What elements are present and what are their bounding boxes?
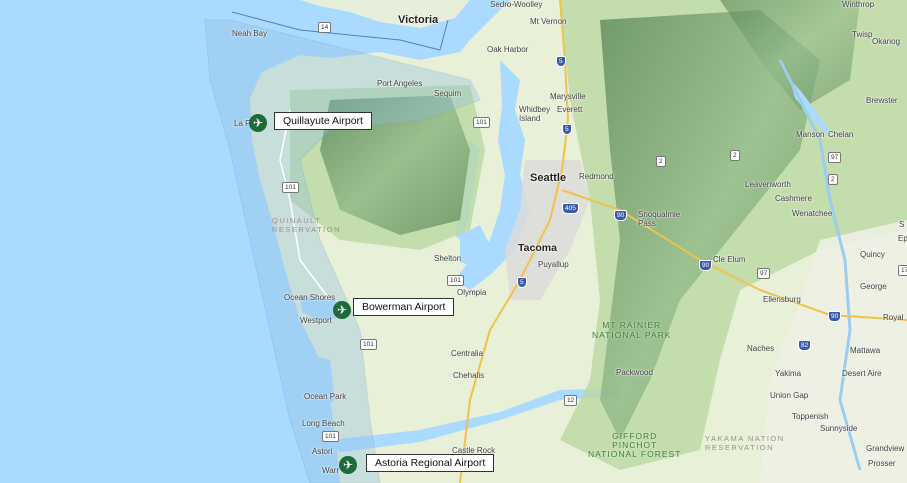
place-sunnyside: Sunnyside: [820, 424, 858, 433]
park-gifford-pinchot: Gifford Pinchot National Forest: [588, 431, 682, 459]
place-astoria: Astori: [312, 447, 333, 456]
place-centralia: Centralia: [451, 349, 484, 358]
place-s-edge: S: [899, 220, 905, 229]
place-olympia: Olympia: [457, 288, 487, 297]
place-ellensburg: Ellensburg: [763, 295, 801, 304]
place-manson: Manson: [796, 130, 825, 139]
place-tacoma: Tacoma: [518, 242, 557, 254]
interstate-90: [561, 189, 907, 321]
interstate-5-shield: 5: [517, 277, 527, 288]
place-shelton: Shelton: [434, 254, 462, 263]
interstate-90-shield: 90: [614, 210, 628, 221]
place-snoqualmie: Snoqualmie Pass: [638, 210, 681, 228]
interstate-5: [459, 0, 570, 483]
place-la-push: La P: [234, 119, 251, 128]
place-george: George: [860, 282, 887, 291]
interstate-90-shield: 90: [699, 260, 713, 271]
airport-label-bowerman: Bowerman Airport: [353, 298, 455, 316]
place-puyallup: Puyallup: [538, 260, 569, 269]
urban-area: [505, 160, 590, 300]
route-97-shield: 97: [828, 152, 842, 163]
route-14-shield: 14: [318, 22, 332, 33]
place-royal: Royal: [883, 313, 904, 322]
interstate-405-shield: 405: [562, 203, 579, 214]
route-17-shield: 17: [898, 265, 907, 276]
place-port-angeles: Port Angeles: [377, 79, 423, 88]
place-packwood: Packwood: [616, 368, 653, 377]
route-2-shield: 2: [656, 156, 666, 167]
place-long-beach: Long Beach: [302, 419, 345, 428]
place-yakima: Yakima: [775, 369, 802, 378]
interstate-82-shield: 82: [798, 340, 812, 351]
interstate-90-shield: 90: [828, 311, 842, 322]
place-chehalis: Chehalis: [453, 371, 485, 380]
place-quincy: Quincy: [860, 250, 885, 259]
place-everett: Everett: [557, 105, 583, 114]
route-2-shield: 2: [828, 174, 838, 185]
olympic-mountains: [320, 95, 470, 235]
route-101-shield: 101: [282, 182, 299, 193]
airplane-icon: ✈: [333, 301, 351, 319]
place-wenatchee: Wenatchee: [792, 209, 833, 218]
yakama-reservation: YAKAMA NATION RESERVATION: [705, 434, 785, 452]
place-sedro: Sedro-Woolley: [490, 0, 543, 9]
route-101-shield: 101: [473, 117, 490, 128]
place-brewster: Brewster: [866, 96, 898, 105]
place-victoria: Victoria: [398, 14, 439, 26]
place-castle-rock: Castle Rock: [452, 446, 496, 455]
place-westport: Westport: [300, 316, 332, 325]
place-union-gap: Union Gap: [770, 391, 809, 400]
park-mt-rainier: Mt Rainier National Park: [592, 320, 672, 340]
place-whidbey: Whidbey Island: [519, 105, 551, 123]
columbia-river: [778, 59, 862, 471]
airport-label-astoria: Astoria Regional Airport: [366, 454, 495, 472]
place-desert-aire: Desert Aire: [842, 369, 882, 378]
coastal-zone: [204, 19, 481, 483]
place-marysville: Marysville: [550, 92, 586, 101]
place-neah-bay: Neah Bay: [232, 29, 268, 38]
route-97-shield: 97: [757, 268, 771, 279]
place-grandview: Grandview: [866, 444, 905, 453]
place-oak-harbor: Oak Harbor: [487, 45, 529, 54]
place-prosser: Prosser: [868, 459, 896, 468]
place-cle-elum: Cle Elum: [713, 255, 746, 264]
vancouver-island: [300, 0, 470, 28]
place-cashmere: Cashmere: [775, 194, 812, 203]
place-redmond: Redmond: [579, 172, 614, 181]
interstate-5-shield: 5: [556, 56, 566, 67]
cascade-mountains: [600, 10, 820, 440]
place-toppenish: Toppenish: [792, 412, 829, 421]
place-seattle: Seattle: [530, 172, 567, 184]
place-okanogan: Okanog: [872, 37, 901, 46]
place-warrenton: Warr: [322, 466, 340, 475]
route-101-shield: 101: [447, 275, 464, 286]
puget-sound: [455, 60, 530, 290]
airplane-icon: ✈: [249, 114, 267, 132]
place-winthrop: Winthrop: [842, 0, 875, 9]
airplane-icon: ✈: [339, 456, 357, 474]
place-mattawa: Mattawa: [850, 346, 881, 355]
place-ephrata: Ep: [898, 234, 907, 243]
place-leavenworth: Leavenworth: [745, 180, 791, 189]
place-chelan: Chelan: [828, 130, 854, 139]
route-12-shield: 12: [564, 395, 578, 406]
place-ocean-shores: Ocean Shores: [284, 293, 336, 302]
place-sequim: Sequim: [434, 89, 462, 98]
airport-label-quillayute: Quillayute Airport: [274, 112, 372, 130]
place-mt-vernon: Mt Vernon: [530, 17, 567, 26]
route-101-shield: 101: [360, 339, 377, 350]
place-naches: Naches: [747, 344, 775, 353]
quinault-reservation: QUINAULT RESERVATION: [272, 216, 342, 234]
route-101-shield: 101: [322, 431, 339, 442]
place-twisp: Twisp: [852, 30, 873, 39]
interstate-5-shield: 5: [562, 124, 572, 135]
route-2-shield: 2: [730, 150, 740, 161]
place-ocean-park: Ocean Park: [304, 392, 347, 401]
